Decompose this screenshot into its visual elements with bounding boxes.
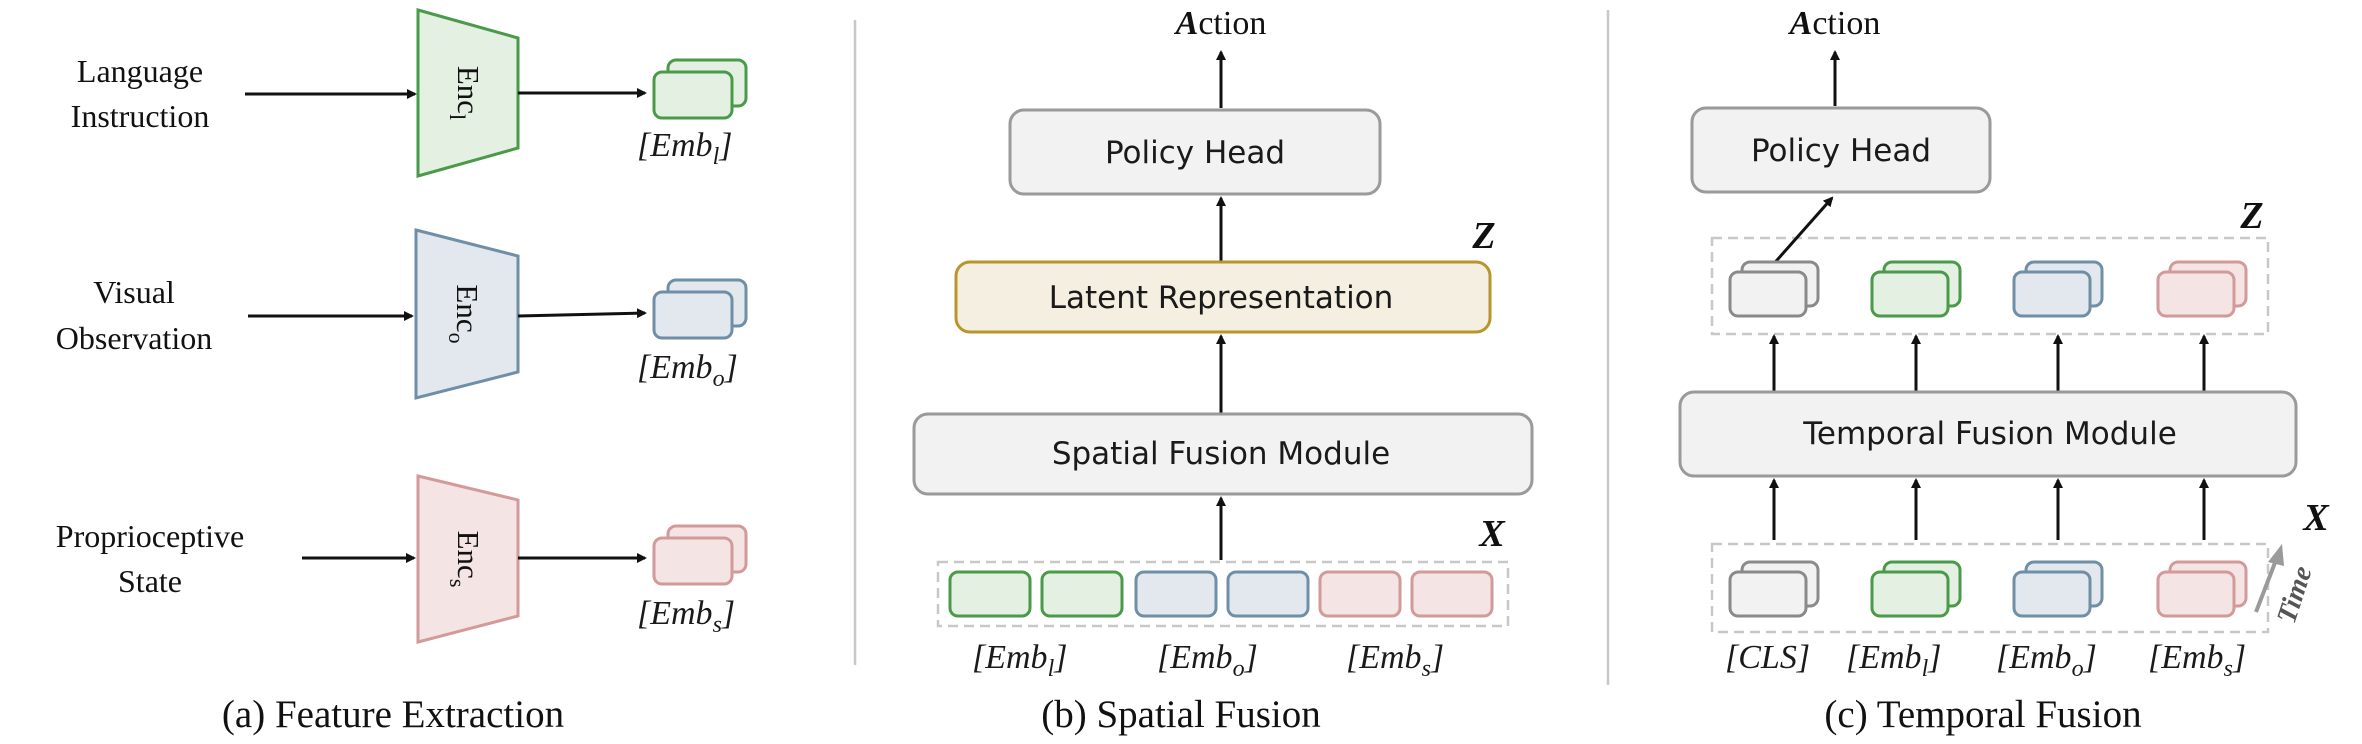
cls-to-policy-arrow <box>1768 196 1834 269</box>
language-row: Language Instruction Encl [Embl] <box>71 8 748 178</box>
language-encoder-label: Encl <box>445 66 486 120</box>
language-emb-label: [Embl] <box>637 127 732 170</box>
language-emb-front <box>652 70 734 120</box>
proprio-encoder <box>416 474 520 644</box>
token-b-vis-1 <box>1134 570 1218 618</box>
x-vis-front <box>2012 570 2092 618</box>
caption-b: (b) Spatial Fusion <box>1041 693 1321 736</box>
policy-head-b <box>1008 108 1382 196</box>
token-group-b <box>936 560 1510 628</box>
panel-temporal-fusion: Action Policy Head Z Temporal Fusion Mod… <box>1678 5 2330 736</box>
visual-emb-front <box>652 290 734 340</box>
proprio-label-line2: State <box>118 563 182 599</box>
z-prop-front <box>2156 270 2236 318</box>
proprio-emb-label: [Embs] <box>637 595 735 638</box>
x-token-group <box>1710 542 2270 634</box>
visual-label-line2: Observation <box>56 320 212 356</box>
x-lang-front <box>1870 570 1950 618</box>
panel-spatial-fusion: Action Policy Head Z Latent Representati… <box>912 5 1534 736</box>
time-arrow-shaft <box>2254 559 2278 613</box>
language-label-line2: Instruction <box>71 98 210 134</box>
z-lang-front <box>1870 270 1950 318</box>
z-cls-front <box>1728 270 1808 318</box>
caption-a: (a) Feature Extraction <box>222 693 564 736</box>
b-emb-label-o: [Embo] <box>1157 639 1258 682</box>
token-b-vis-2 <box>1226 570 1310 618</box>
language-encoder <box>416 8 520 178</box>
language-label-line1: Language <box>77 53 203 89</box>
x-cls-front <box>1728 570 1808 618</box>
token-b-prop-1 <box>1318 570 1402 618</box>
policy-head-c <box>1690 106 1992 194</box>
proprio-label-line1: Proprioceptive <box>56 518 244 554</box>
time-arrow-icon <box>2268 544 2284 566</box>
token-b-lang-2 <box>1040 570 1124 618</box>
action-label-c: Action <box>1788 5 1881 42</box>
spatial-fusion-module-label: Spatial Fusion Module <box>1052 436 1390 472</box>
x-prop-front <box>2156 570 2236 618</box>
latent-representation-label: Latent Representation <box>1049 280 1394 316</box>
visual-encoder-label: Enco <box>444 284 485 343</box>
b-emb-label-s: [Embs] <box>1346 639 1444 682</box>
visual-encoder <box>414 228 520 400</box>
z-vis-front <box>2012 270 2092 318</box>
visual-row: Visual Observation Enco [Embo] <box>56 228 748 400</box>
x-label-b: X <box>1478 513 1506 555</box>
token-b-prop-2 <box>1410 570 1494 618</box>
visual-emb-label: [Embo] <box>637 349 738 392</box>
proprio-emb-front <box>652 536 734 586</box>
c-label-l: [Embl] <box>1846 639 1941 682</box>
proprio-encoder-label: Encs <box>445 531 486 588</box>
panel-feature-extraction: Language Instruction Encl [Embl] Visual … <box>56 8 748 736</box>
latent-representation <box>954 260 1492 334</box>
temporal-fusion-module-label: Temporal Fusion Module <box>1802 416 2177 452</box>
temporal-fusion-module <box>1678 390 2298 478</box>
c-label-s: [Embs] <box>2148 639 2246 682</box>
c-label-cls: [CLS] <box>1725 639 1810 676</box>
policy-head-b-label: Policy Head <box>1105 135 1285 171</box>
action-label-b: Action <box>1174 5 1267 42</box>
c-label-o: [Embo] <box>1996 639 2097 682</box>
proprioceptive-row: Proprioceptive State Encs [Embs] <box>56 474 748 644</box>
caption-c: (c) Temporal Fusion <box>1824 693 2141 736</box>
z-token-group <box>1710 236 2270 336</box>
time-label: Time <box>2271 562 2318 627</box>
x-label-c: X <box>2302 497 2330 539</box>
z-label-b: Z <box>1471 215 1495 257</box>
token-b-lang-1 <box>948 570 1032 618</box>
z-label-c: Z <box>2239 195 2263 237</box>
visual-out-arrow <box>517 308 647 319</box>
b-emb-label-l: [Embl] <box>972 639 1067 682</box>
visual-label-line1: Visual <box>93 274 175 310</box>
spatial-fusion-module <box>912 412 1534 496</box>
policy-head-c-label: Policy Head <box>1751 133 1931 169</box>
